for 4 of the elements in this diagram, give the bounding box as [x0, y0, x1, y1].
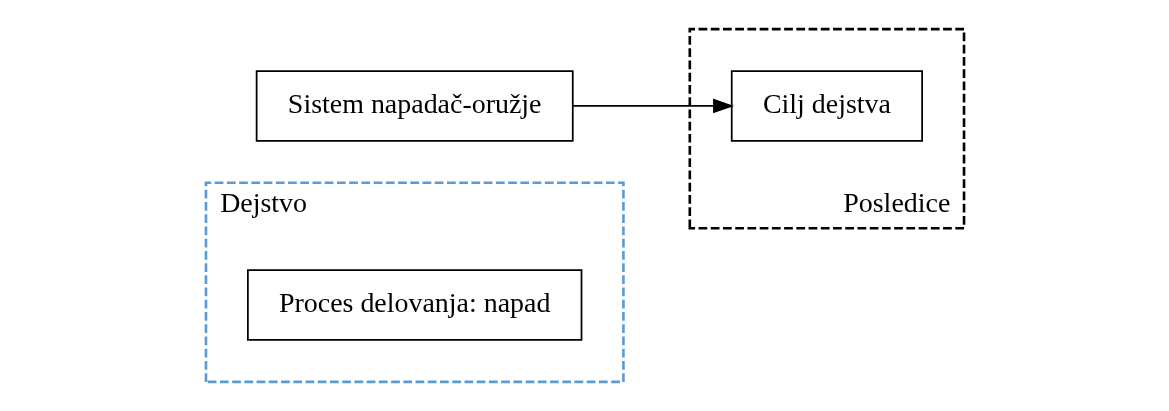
node-box: Sistem napadač-oružje: [255, 70, 574, 142]
arrow: [571, 98, 734, 114]
node-box: Proces delovanja: napad: [246, 269, 582, 341]
node-box: Cilj dejstva: [730, 70, 923, 142]
